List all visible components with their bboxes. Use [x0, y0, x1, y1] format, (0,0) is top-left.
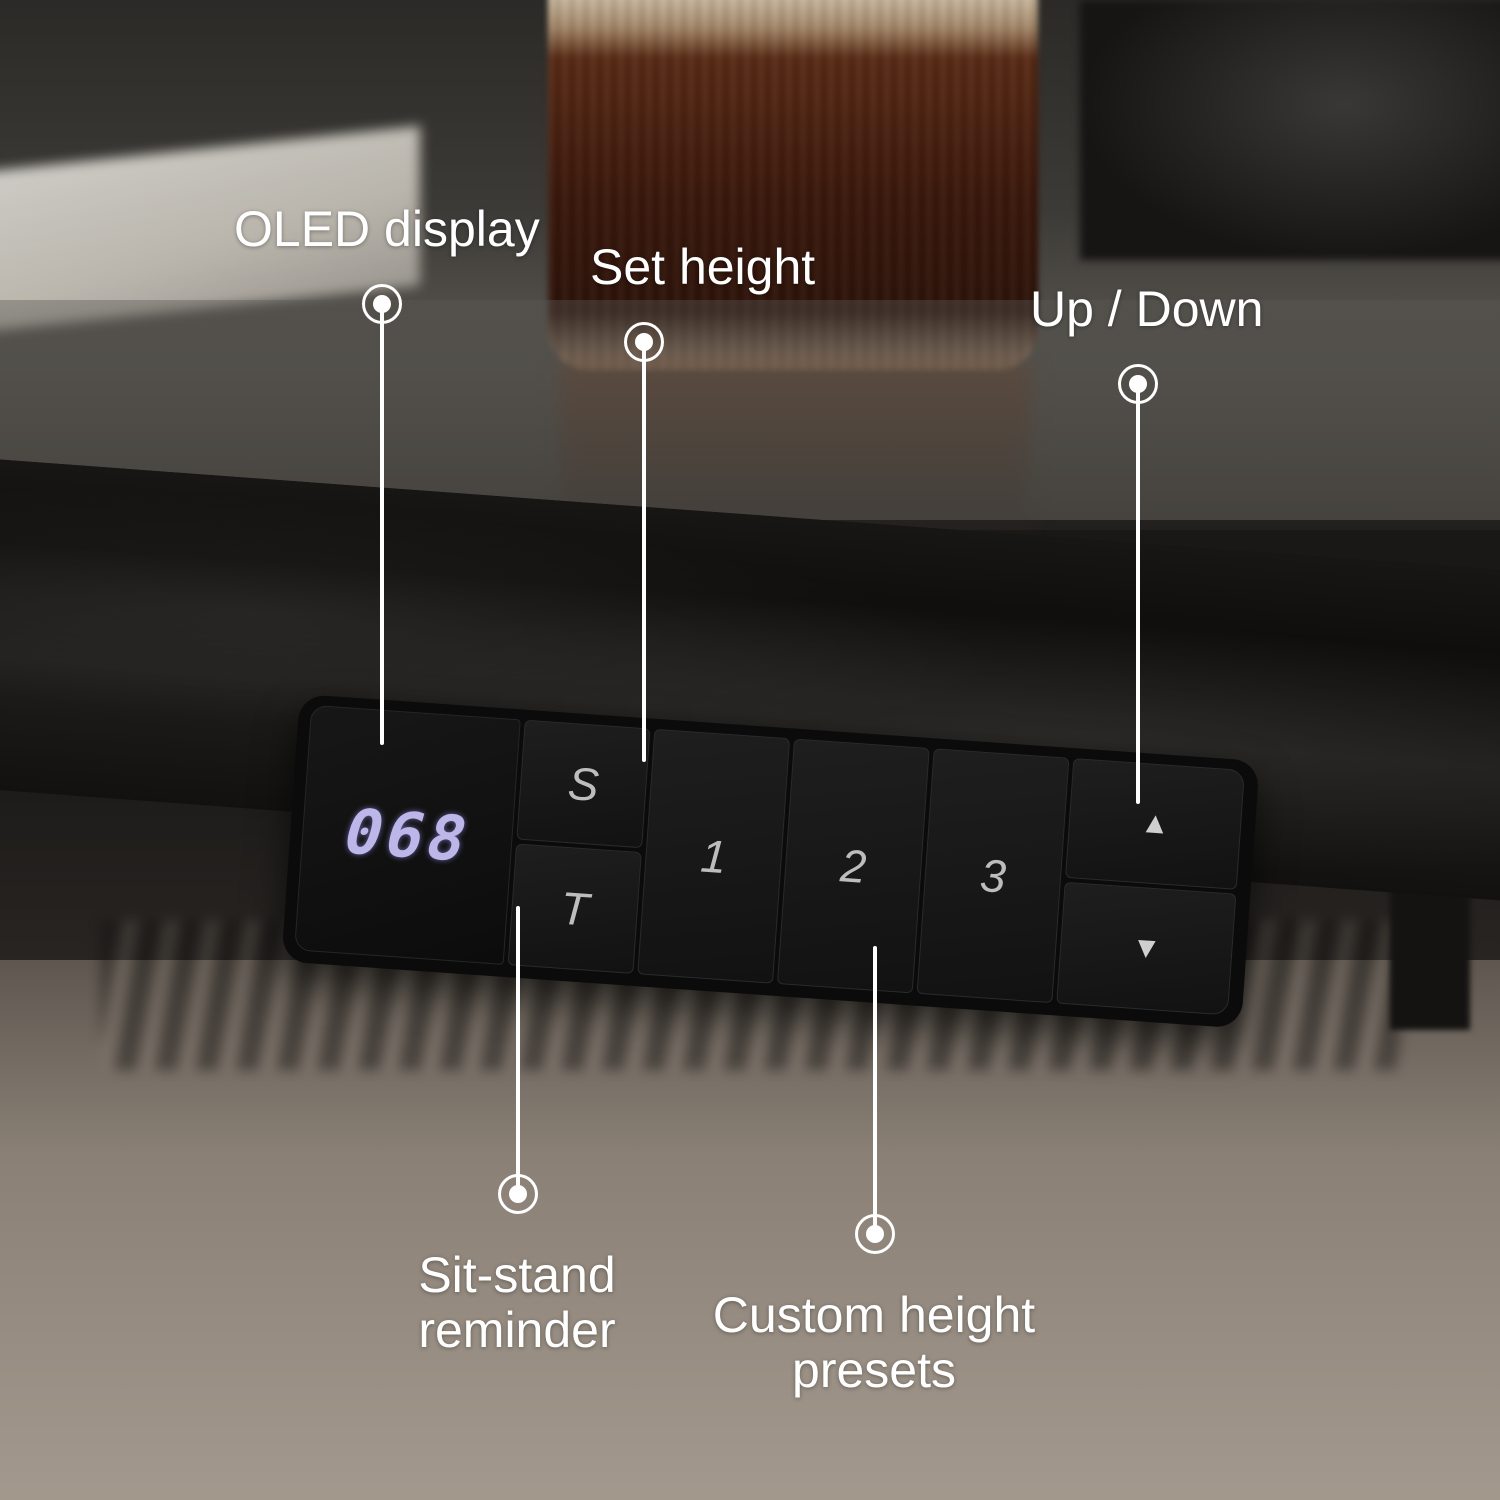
background-object	[1080, 0, 1500, 260]
set-height-callout-label: Set height	[590, 239, 816, 295]
custom-presets-label: Custom height presets	[706, 1288, 1042, 1398]
preset-2-button[interactable]: 2	[776, 738, 930, 994]
reminder-label: T	[558, 881, 591, 936]
up-down-leader	[1136, 384, 1140, 804]
sit-stand-marker	[498, 1174, 538, 1214]
up-button[interactable]: ▲	[1065, 758, 1245, 890]
custom-presets-label-line2: presets	[792, 1342, 956, 1398]
sit-stand-reminder-label: Sit-stand reminder	[412, 1248, 622, 1358]
down-button[interactable]: ▼	[1056, 881, 1237, 1016]
floor	[0, 960, 1500, 1500]
preset-3-button[interactable]: 3	[916, 748, 1070, 1004]
sit-stand-leader	[516, 906, 520, 1196]
set-height-leader	[642, 342, 646, 762]
custom-presets-leader	[873, 946, 877, 1236]
panel-inner: 068 S T 1 2 3 ▲ ▼	[294, 704, 1247, 1018]
preset-2-label: 2	[838, 839, 868, 893]
oled-display-label: OLED display	[234, 201, 540, 257]
custom-presets-marker	[855, 1214, 895, 1254]
set-height-button[interactable]: S	[516, 719, 651, 849]
custom-presets-label-line1: Custom height	[712, 1287, 1036, 1343]
height-readout: 068	[335, 794, 480, 876]
preset-1-button[interactable]: 1	[637, 728, 791, 984]
oled-display-leader	[380, 305, 384, 745]
up-down-label: Up / Down	[1030, 281, 1264, 337]
preset-1-label: 1	[699, 829, 729, 884]
sit-stand-reminder-button[interactable]: T	[507, 843, 642, 974]
set-height-label: S	[566, 756, 601, 811]
preset-3-label: 3	[978, 848, 1008, 903]
sit-stand-label-line1: Sit-stand	[418, 1247, 616, 1303]
sit-stand-label-line2: reminder	[418, 1302, 616, 1358]
triangle-down-icon: ▼	[1130, 930, 1163, 966]
triangle-up-icon: ▲	[1139, 805, 1172, 841]
oled-display: 068	[294, 704, 521, 965]
